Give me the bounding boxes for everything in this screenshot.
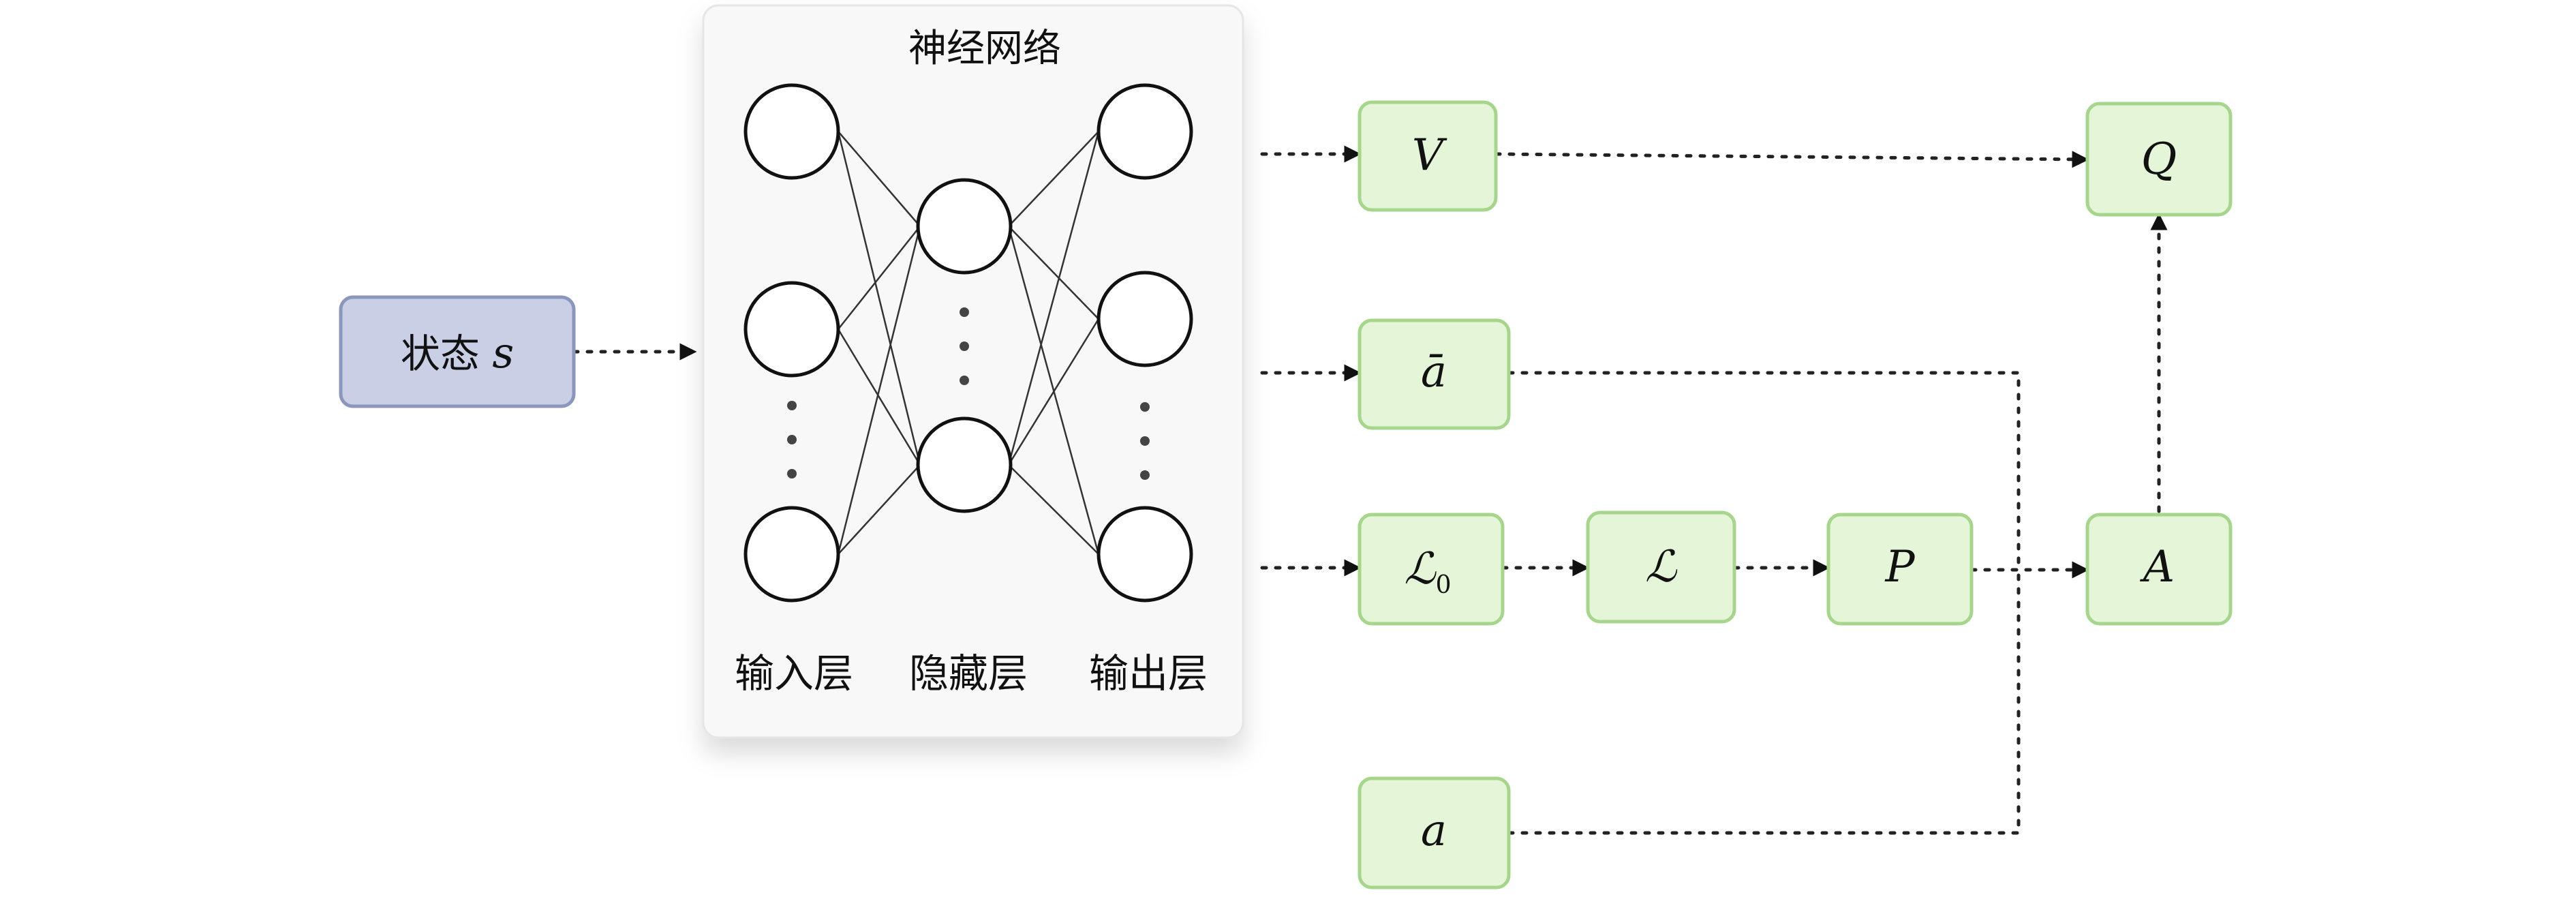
- L0-node: ℒ0: [1358, 513, 1505, 626]
- V-label: V: [1412, 130, 1447, 181]
- output-ellipsis-dots: [1140, 402, 1150, 480]
- arrow-V-to-Q: [1494, 151, 2089, 168]
- nn-input-layer: [743, 83, 840, 603]
- input-ellipsis-dots: [787, 401, 797, 478]
- neural-network-title: 神经网络: [908, 27, 1061, 71]
- hidden-neuron: [916, 416, 1013, 513]
- neural-network-panel: 神经网络: [702, 4, 1244, 739]
- output-layer-label: 输出层: [1089, 650, 1208, 697]
- state-variable: s: [492, 328, 514, 378]
- L0-label: ℒ0: [1405, 544, 1452, 599]
- input-neuron: [743, 506, 840, 603]
- hidden-neuron: [916, 178, 1013, 275]
- hidden-layer-label: 隐藏层: [909, 650, 1028, 697]
- flow-arrows: [572, 145, 2168, 835]
- line-a-to-junction: [1507, 568, 2021, 835]
- input-layer-label: 输入层: [735, 650, 853, 697]
- a-label: a: [1421, 806, 1447, 856]
- L0-subscript: 0: [1436, 571, 1452, 599]
- Q-label: Q: [2141, 134, 2177, 185]
- output-neuron: [1097, 271, 1193, 367]
- P-node: P: [1826, 513, 1974, 626]
- L-node: ℒ: [1586, 511, 1736, 624]
- output-neuron: [1097, 83, 1193, 180]
- L-label: ℒ: [1645, 542, 1678, 592]
- Q-node: Q: [2085, 102, 2233, 217]
- state-label: 状态: [401, 331, 480, 377]
- a-bar-node: ā: [1358, 318, 1511, 430]
- A-node: A: [2085, 513, 2233, 626]
- nn-connections: [837, 131, 1100, 555]
- a-bar-label: ā: [1421, 347, 1447, 397]
- nn-output-layer: [1097, 83, 1193, 603]
- input-neuron: [743, 83, 840, 180]
- output-neuron: [1097, 506, 1193, 603]
- a-node: a: [1358, 776, 1511, 890]
- state-node: 状态 s: [339, 295, 576, 408]
- nn-hidden-layer: [916, 178, 1013, 513]
- V-node: V: [1358, 100, 1498, 212]
- svg-text:状态 s: 状态 s: [401, 328, 514, 378]
- line-a-bar-to-junction: [1507, 371, 2021, 572]
- L0-symbol: ℒ: [1405, 544, 1437, 594]
- P-label: P: [1884, 542, 1915, 592]
- hidden-ellipsis-dots: [960, 307, 969, 385]
- input-neuron: [743, 281, 840, 378]
- A-label: A: [2140, 542, 2175, 592]
